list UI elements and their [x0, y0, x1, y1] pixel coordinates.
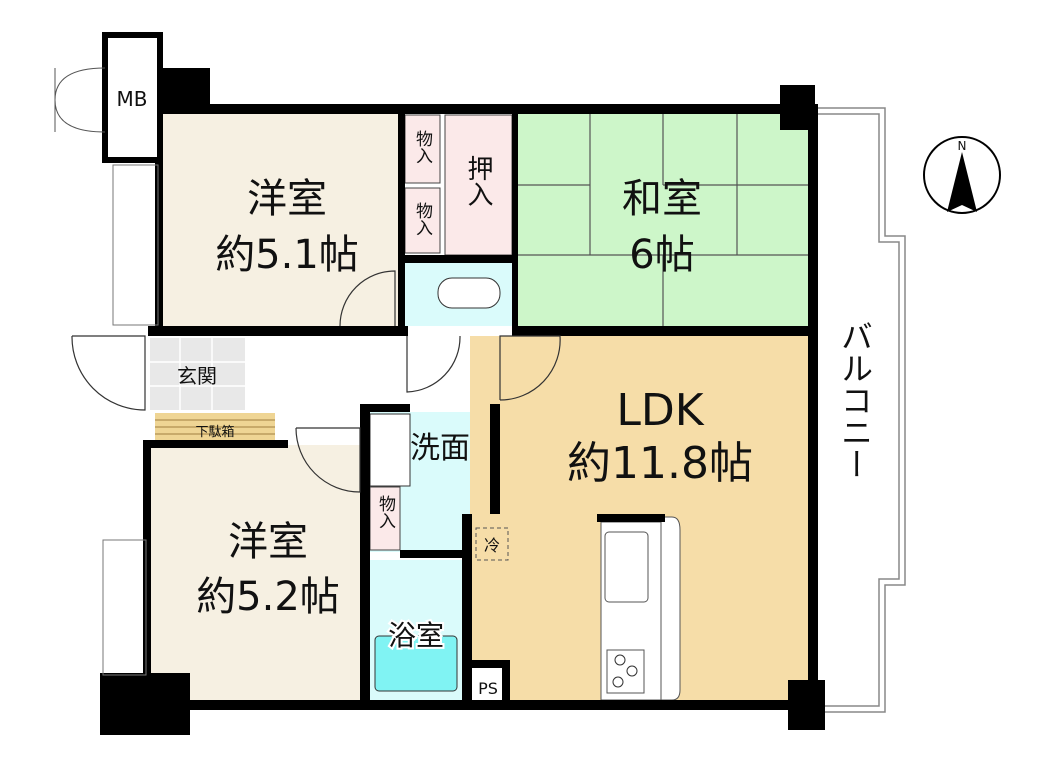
closet-3-label: 物入 [375, 495, 396, 529]
ldk-size: 約11.8帖 [567, 438, 753, 489]
sink-icon [604, 531, 649, 603]
closet-1 [404, 114, 441, 184]
mb-label: MB [117, 87, 148, 111]
closet-2 [404, 187, 441, 254]
ldk-name: LDK [616, 385, 704, 436]
toilet [437, 277, 501, 309]
walls [100, 68, 825, 735]
western-room-2-size: 約5.2帖 [196, 574, 340, 620]
bathtub [374, 635, 458, 692]
western-room-1 [163, 112, 403, 328]
closet-1-label: 物入 [412, 130, 433, 164]
balcony-label: バルコニー [836, 320, 874, 480]
compass-north-label: N [958, 139, 967, 153]
oshiire-label: 押入 [463, 155, 493, 207]
western-room-2-name: 洋室 [228, 519, 308, 565]
western-room-1-size: 約5.1帖 [215, 232, 359, 278]
mb-box [102, 32, 163, 163]
shoe-box-label: 下駄箱 [195, 424, 234, 440]
japanese-room-name: 和室 [622, 176, 702, 222]
fridge-space [475, 527, 509, 561]
western-room-2 [150, 445, 360, 701]
washroom-label: 洗面 [410, 431, 470, 466]
door-swings [71, 270, 561, 493]
oshiire-closet [444, 114, 513, 256]
stove-icon [606, 649, 645, 694]
western-room-1-name: 洋室 [247, 176, 327, 222]
tatami-lines [517, 114, 809, 328]
compass-icon: N [923, 136, 1001, 214]
fridge-label: 冷 [484, 536, 500, 555]
washing-machine-space [369, 413, 411, 487]
ps-label: PS [478, 679, 498, 698]
closet-2-label: 物入 [412, 202, 433, 236]
bath-label: 浴室 [388, 619, 444, 652]
closet-3 [369, 486, 401, 551]
japanese-room-size: 6帖 [629, 232, 694, 278]
entrance [150, 338, 245, 410]
entrance-label: 玄関 [177, 364, 217, 388]
ps-space [472, 668, 504, 700]
balcony-outline [818, 107, 906, 713]
